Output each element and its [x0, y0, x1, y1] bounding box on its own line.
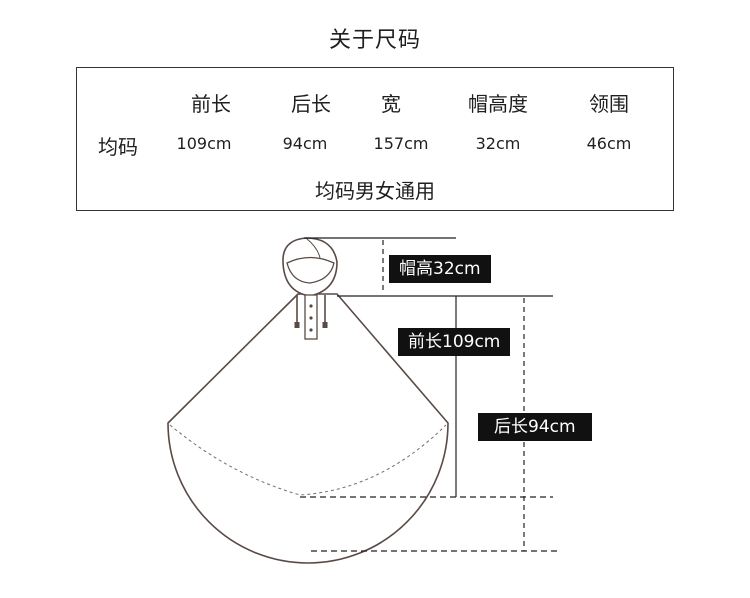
- value-back-length: 94cm: [282, 134, 328, 153]
- poncho-outline: [167, 293, 449, 564]
- size-table: 前长 后长 宽 帽高度 领围 均码 109cm 94cm 157cm 32cm …: [76, 67, 674, 211]
- back-length-label: 后长94cm: [478, 413, 592, 441]
- value-hood-height: 32cm: [475, 134, 521, 153]
- unisex-note: 均码男女通用: [315, 179, 435, 203]
- value-width: 157cm: [373, 134, 429, 153]
- row-label-one-size: 均码: [98, 135, 138, 159]
- value-collar: 46cm: [586, 134, 632, 153]
- front-length-label: 前长109cm: [398, 328, 511, 356]
- poncho-inner-hem: [169, 424, 447, 496]
- header-back-length: 后长: [291, 92, 331, 116]
- header-width: 宽: [381, 92, 401, 116]
- header-hood-height: 帽高度: [468, 92, 528, 116]
- header-front-length: 前长: [191, 92, 231, 116]
- header-collar: 领围: [589, 92, 629, 116]
- value-front-length: 109cm: [176, 134, 232, 153]
- hood-opening: [286, 256, 335, 284]
- hood-height-label: 帽高32cm: [389, 255, 491, 283]
- hood-outline: [282, 237, 338, 297]
- page-title: 关于尺码: [328, 28, 421, 53]
